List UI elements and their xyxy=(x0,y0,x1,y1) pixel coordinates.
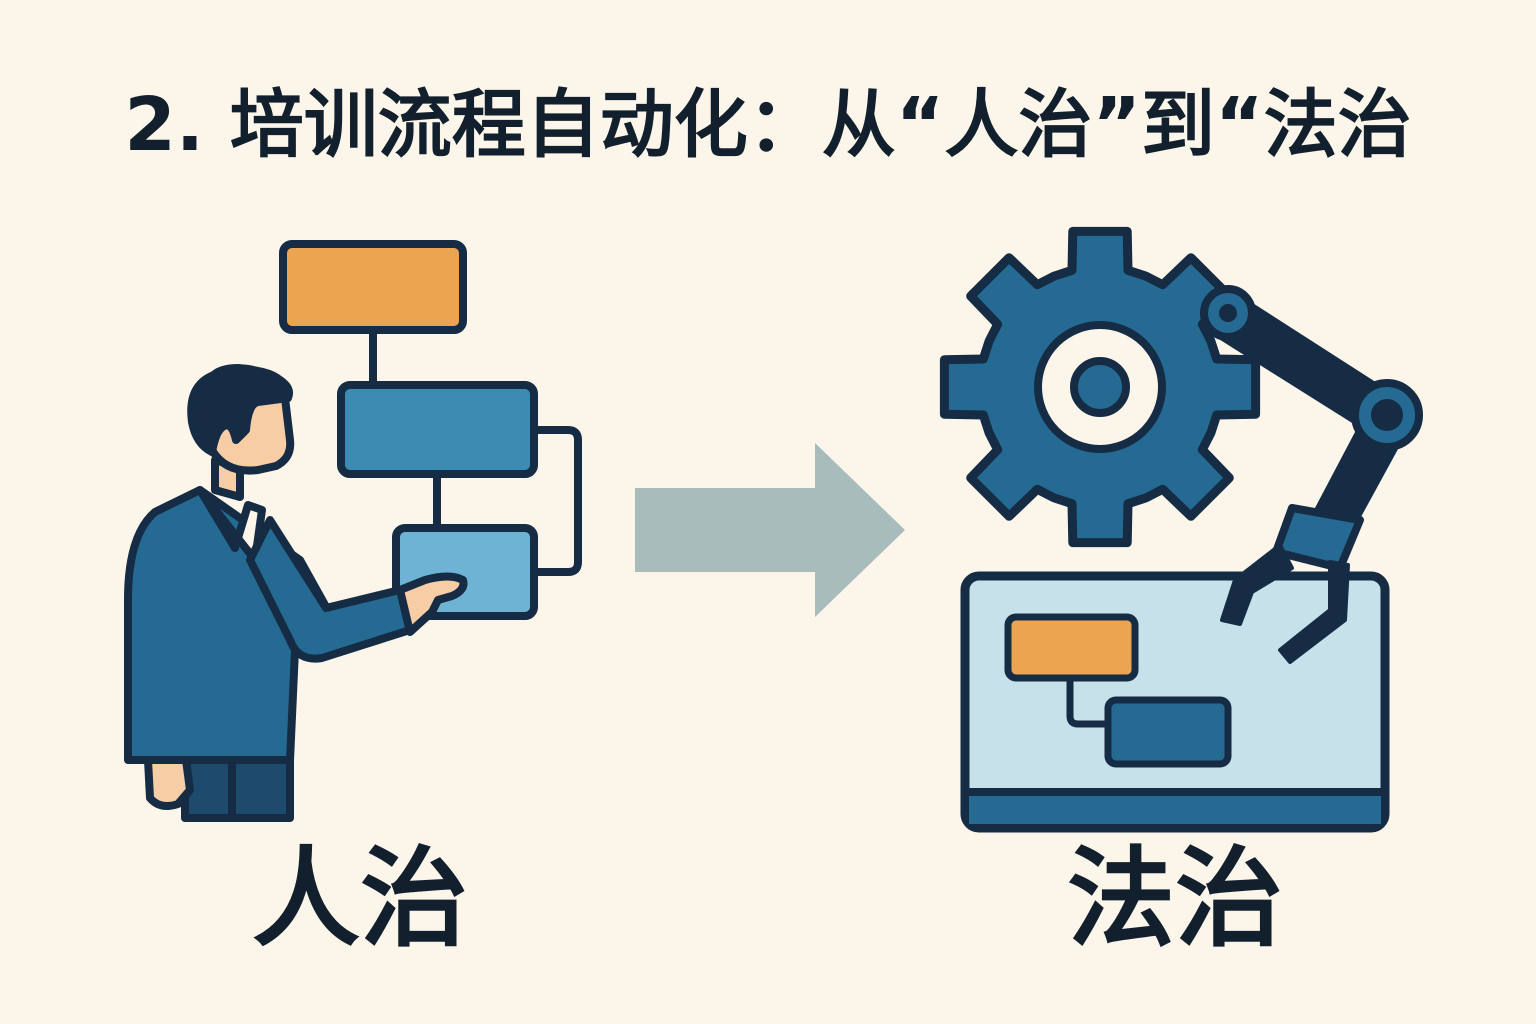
flowchart-box-middle xyxy=(337,381,538,478)
flowchart-box-top xyxy=(279,240,467,334)
dashboard-box-blue xyxy=(1104,696,1232,768)
left-label-manual: 人治 xyxy=(251,837,468,962)
page-title: 2. 培训流程自动化：从“人治”到“法治 xyxy=(124,82,1412,168)
gear-icon xyxy=(939,226,1261,548)
flowchart-icon xyxy=(279,240,582,620)
arrow-right-icon xyxy=(635,443,905,617)
robot-arm-icon xyxy=(1200,285,1423,664)
dashboard-icon xyxy=(960,571,1390,833)
person-icon xyxy=(124,364,468,822)
right-label-system: 法治 xyxy=(1066,837,1283,962)
dashboard-box-orange xyxy=(1004,613,1139,682)
